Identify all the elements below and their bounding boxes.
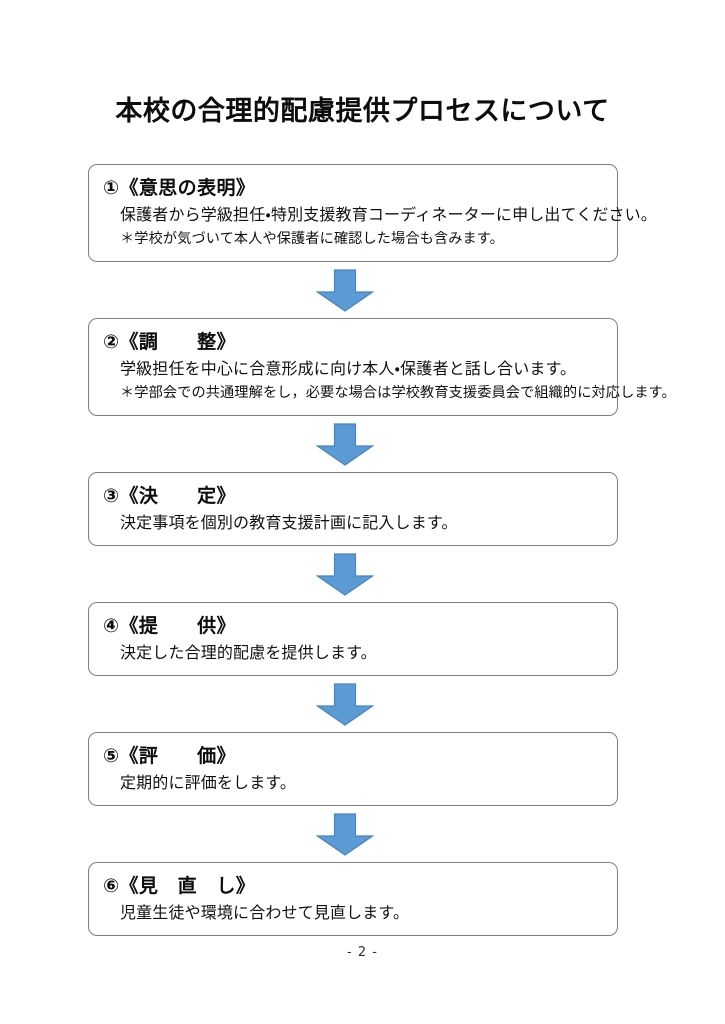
process-step-description: 児童生徒や環境に合わせて見直します。 xyxy=(120,903,410,922)
process-step-description: 保護者から学級担任・特別支援教育コーディネーターに申し出てください。 xyxy=(120,205,657,224)
page-number: - 2 - xyxy=(347,945,378,960)
process-step-4: ④《提 供》決定した合理的配慮を提供します。 xyxy=(88,602,618,676)
process-step-description: 学級担任を中心に合意形成に向け本人・保護者と話し合います。 xyxy=(120,359,577,378)
arrow-down-icon xyxy=(316,423,374,466)
process-step-heading: ②《調 整》 xyxy=(103,331,236,353)
process-step-description: 決定事項を個別の教育支援計画に記入します。 xyxy=(120,513,458,532)
process-step-heading: ⑤《評 価》 xyxy=(103,745,236,767)
flow-connector-5 xyxy=(88,806,618,862)
process-step-5: ⑤《評 価》定期的に評価をします。 xyxy=(88,732,618,806)
page-title: 本校の合理的配慮提供プロセスについて xyxy=(115,96,610,127)
process-step-description: 決定した合理的配慮を提供します。 xyxy=(120,643,377,662)
arrow-down-icon xyxy=(316,683,374,726)
process-step-3: ③《決 定》決定事項を個別の教育支援計画に記入します。 xyxy=(88,472,618,546)
process-step-description: 定期的に評価をします。 xyxy=(120,773,297,792)
arrow-down-icon xyxy=(316,813,374,856)
process-step-6: ⑥《見 直 し》児童生徒や環境に合わせて見直します。 xyxy=(88,862,618,936)
process-step-heading: ④《提 供》 xyxy=(103,615,236,637)
arrow-down-icon xyxy=(316,269,374,312)
flow-connector-2 xyxy=(88,416,618,472)
process-flowchart: ①《意思の表明》保護者から学級担任・特別支援教育コーディネーターに申し出てくださ… xyxy=(88,164,676,936)
flow-connector-4 xyxy=(88,676,618,732)
process-step-1: ①《意思の表明》保護者から学級担任・特別支援教育コーディネーターに申し出てくださ… xyxy=(88,164,657,262)
process-step-heading: ⑥《見 直 し》 xyxy=(103,875,256,897)
flow-connector-1 xyxy=(88,262,618,318)
arrow-down-icon xyxy=(316,553,374,596)
process-step-heading: ①《意思の表明》 xyxy=(103,177,256,199)
process-step-note: ＊学部会での共通理解をし，必要な場合は学校教育支援委員会で組織的に対応します。 xyxy=(120,385,676,401)
process-step-2: ②《調 整》学級担任を中心に合意形成に向け本人・保護者と話し合います。 ＊学部会で… xyxy=(88,318,676,416)
process-step-note: ＊学校が気づいて本人や保護者に確認した場合も含みます。 xyxy=(120,231,504,247)
process-step-heading: ③《決 定》 xyxy=(103,485,236,507)
flow-connector-3 xyxy=(88,546,618,602)
